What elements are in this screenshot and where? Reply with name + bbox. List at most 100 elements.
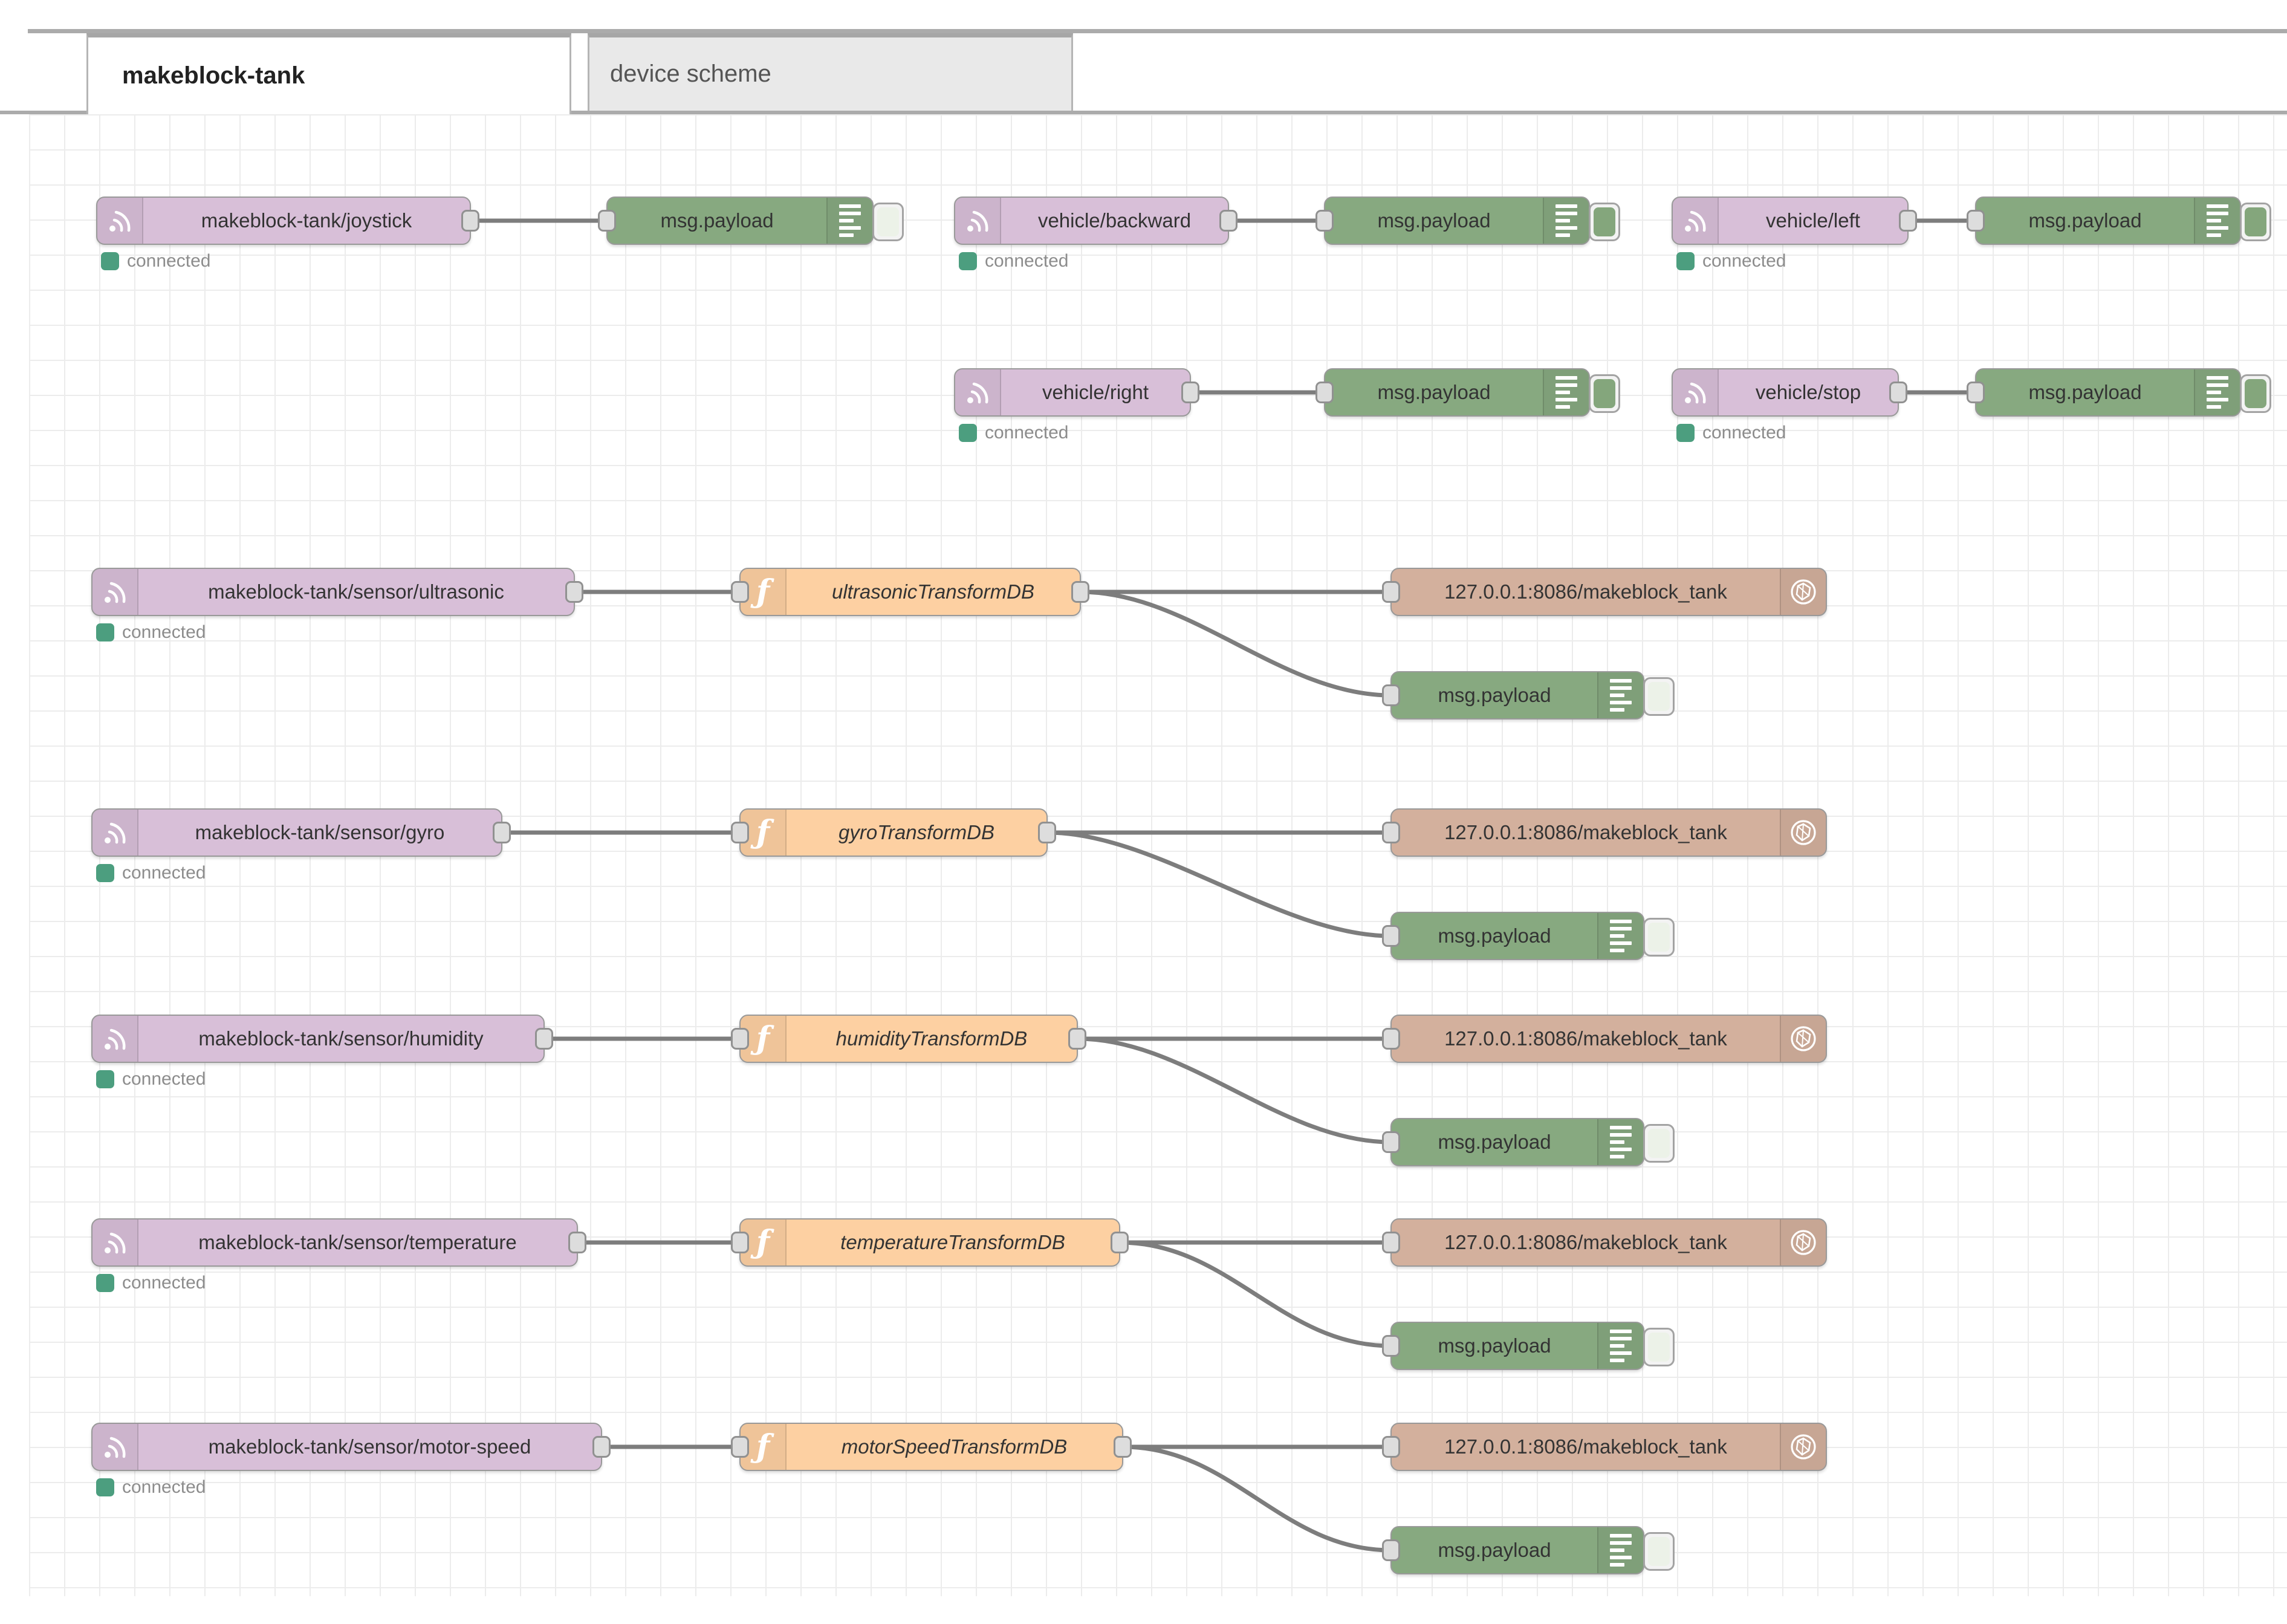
node-debug-vehicle-backward[interactable]: msg.payload [1315,197,1620,245]
output-port[interactable] [568,1232,586,1253]
input-port[interactable] [731,822,749,843]
debug-icon [1610,679,1632,712]
wire-func-humidity-to-debug-humidity[interactable] [1075,1036,1393,1145]
output-port[interactable] [461,210,479,232]
node-influx-ultrasonic[interactable]: 127.0.0.1:8086/makeblock_tank [1382,568,1827,616]
node-debug-joystick[interactable]: msg.payload [598,197,904,245]
output-port[interactable] [535,1028,553,1050]
output-port[interactable] [1899,210,1917,232]
debug-toggle-button[interactable] [1643,1124,1675,1163]
node-label: makeblock-tank/sensor/humidity [198,1027,484,1050]
input-port[interactable] [731,1436,749,1458]
influxdb-icon [1791,820,1816,845]
input-port[interactable] [731,581,749,603]
node-mqtt-sensor-gyro[interactable]: makeblock-tank/sensor/gyro [91,808,511,857]
input-port[interactable] [731,1232,749,1253]
debug-toggle-button[interactable] [2240,203,2271,241]
debug-toggle-button[interactable] [872,203,904,241]
node-mqtt-sensor-motor-speed[interactable]: makeblock-tank/sensor/motor-speed [91,1423,611,1471]
node-influx-temperature[interactable]: 127.0.0.1:8086/makeblock_tank [1382,1218,1827,1267]
input-port[interactable] [1382,1131,1400,1153]
debug-toggle-button[interactable] [1589,374,1620,413]
input-port[interactable] [1315,210,1334,232]
input-port[interactable] [1382,1028,1400,1050]
debug-toggle-button[interactable] [1643,918,1675,957]
node-debug-ultrasonic[interactable]: msg.payload [1382,671,1675,719]
node-mqtt-vehicle-backward[interactable]: vehicle/backward [954,197,1238,245]
node-mqtt-sensor-temperature[interactable]: makeblock-tank/sensor/temperature [91,1218,586,1267]
input-port[interactable] [1382,1539,1400,1561]
input-port[interactable] [598,210,616,232]
node-label: makeblock-tank/sensor/temperature [198,1231,517,1253]
wire-func-motor-speed-to-debug-motor-speed[interactable] [1121,1444,1393,1553]
input-port[interactable] [1967,210,1985,232]
input-port[interactable] [1315,382,1334,403]
output-port[interactable] [1071,581,1089,603]
node-icon-strip [826,198,872,244]
node-debug-motor-speed[interactable]: msg.payload [1382,1526,1675,1574]
status-connected-icon [1676,252,1695,270]
output-port[interactable] [1038,822,1056,843]
node-mqtt-sensor-ultrasonic[interactable]: makeblock-tank/sensor/ultrasonic [91,568,583,616]
input-port[interactable] [1382,1436,1400,1458]
node-debug-humidity[interactable]: msg.payload [1382,1118,1675,1166]
node-label: msg.payload [2028,381,2142,403]
input-port[interactable] [1382,1335,1400,1357]
node-influx-motor-speed[interactable]: 127.0.0.1:8086/makeblock_tank [1382,1423,1827,1471]
debug-toggle-button[interactable] [1643,1532,1675,1571]
node-debug-vehicle-left[interactable]: msg.payload [1967,197,2271,245]
tab-device-scheme[interactable]: device scheme [588,33,1073,111]
node-debug-temperature[interactable]: msg.payload [1382,1322,1675,1370]
node-icon-strip [92,1016,138,1062]
input-port[interactable] [1382,925,1400,947]
mqtt-icon [105,582,126,603]
node-mqtt-vehicle-left[interactable]: vehicle/left [1672,197,1917,245]
input-port[interactable] [731,1028,749,1050]
node-influx-humidity[interactable]: 127.0.0.1:8086/makeblock_tank [1382,1015,1827,1063]
status-connected-icon [96,1070,114,1088]
node-icon-strip [1543,369,1589,415]
tab-makeblock-tank[interactable]: makeblock-tank [86,33,571,114]
wire-func-ultrasonic-to-debug-ultrasonic[interactable] [1079,590,1393,698]
output-port[interactable] [1889,382,1907,403]
input-port[interactable] [1382,684,1400,706]
debug-toggle-button[interactable] [2240,374,2271,413]
node-mqtt-vehicle-right[interactable]: vehicle/right [954,368,1199,417]
node-influx-gyro[interactable]: 127.0.0.1:8086/makeblock_tank [1382,808,1827,857]
debug-toggle-state [1648,682,1670,711]
node-mqtt-vehicle-stop[interactable]: vehicle/stop [1672,368,1907,417]
output-port[interactable] [1114,1436,1132,1458]
debug-toggle-button[interactable] [1643,677,1675,716]
wire-func-temperature-to-debug-temperature[interactable] [1118,1240,1393,1348]
node-debug-vehicle-stop[interactable]: msg.payload [1967,368,2271,417]
debug-toggle-button[interactable] [1643,1328,1675,1366]
input-port[interactable] [1382,822,1400,843]
node-debug-vehicle-right[interactable]: msg.payload [1315,368,1620,417]
output-port[interactable] [1219,210,1238,232]
node-icon-strip [1597,1527,1643,1573]
node-mqtt-sensor-humidity[interactable]: makeblock-tank/sensor/humidity [91,1015,553,1063]
output-port[interactable] [592,1436,611,1458]
input-port[interactable] [1967,382,1985,403]
node-label: motorSpeedTransformDB [841,1435,1068,1458]
output-port[interactable] [1111,1232,1129,1253]
flow-canvas[interactable]: makeblock-tank/joystick connected vehicle/… [0,114,2287,1624]
input-port[interactable] [1382,581,1400,603]
output-port[interactable] [1068,1028,1086,1050]
status-text: connected [127,251,211,271]
input-port[interactable] [1382,1232,1400,1253]
node-label: vehicle/backward [1037,209,1192,232]
output-port[interactable] [493,822,511,843]
node-mqtt-joystick[interactable]: makeblock-tank/joystick [96,197,479,245]
wire-func-gyro-to-debug-gyro[interactable] [1045,830,1393,938]
output-port[interactable] [565,581,583,603]
debug-toggle-button[interactable] [1589,203,1620,241]
output-port[interactable] [1181,382,1199,403]
node-debug-gyro[interactable]: msg.payload [1382,912,1675,960]
